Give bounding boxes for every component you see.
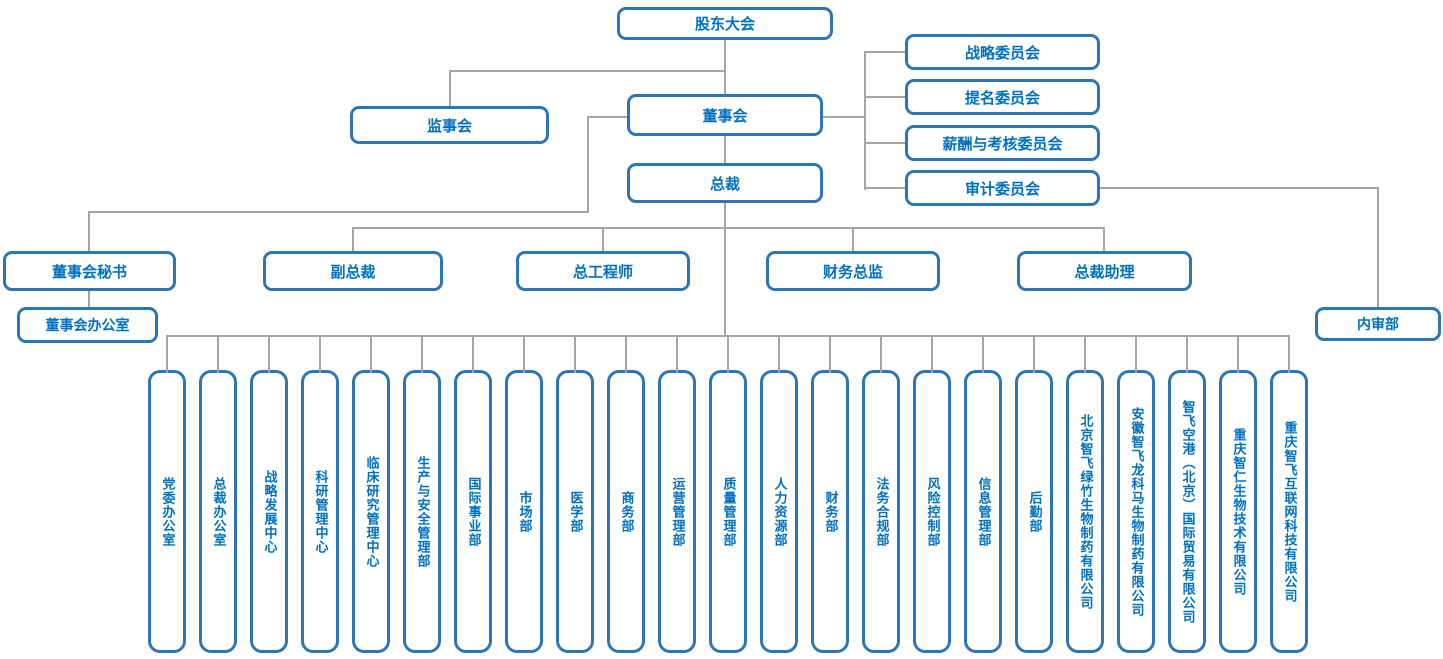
- node-finance-director: 财务总监: [766, 251, 940, 291]
- node-president: 总裁: [627, 163, 823, 203]
- department-box: 党委办公室: [148, 337, 186, 653]
- node-vice-president: 副总裁: [263, 251, 443, 291]
- connector-line: [724, 136, 726, 163]
- department-box: 后勤部: [1015, 337, 1053, 653]
- connector-line: [864, 187, 905, 189]
- department-box: 人力资源部: [760, 337, 798, 653]
- node-nomination-committee: 提名委员会: [905, 79, 1100, 115]
- department-box: 商务部: [607, 337, 645, 653]
- subsidiary-box: 重庆智仁生物技术有限公司: [1219, 337, 1257, 653]
- connector-line: [449, 70, 726, 72]
- department-box: 国际事业部: [454, 337, 492, 653]
- node-strategy-committee: 战略委员会: [905, 34, 1100, 70]
- connector-line: [852, 227, 854, 251]
- node-board-secretary: 董事会秘书: [3, 251, 176, 291]
- department-box: 总裁办公室: [199, 337, 237, 653]
- connector-line: [724, 203, 726, 336]
- department-row: 党委办公室 总裁办公室 战略发展中心 科研管理中心 临床研究管理中心 生产与安全…: [148, 337, 1308, 653]
- node-remuneration-assessment-committee: 薪酬与考核委员会: [905, 125, 1100, 161]
- connector-line: [166, 335, 1290, 337]
- department-box: 医学部: [556, 337, 594, 653]
- subsidiary-box: 重庆智飞互联网科技有限公司: [1270, 337, 1308, 653]
- connector-line: [1377, 187, 1379, 307]
- department-box: 市场部: [505, 337, 543, 653]
- connector-line: [587, 116, 589, 213]
- department-box: 质量管理部: [709, 337, 747, 653]
- connector-line: [1100, 187, 1379, 189]
- node-supervisory-board: 监事会: [350, 106, 549, 144]
- connector-line: [864, 142, 905, 144]
- connector-line: [88, 291, 90, 307]
- subsidiary-box: 智飞空港（北京）国际贸易有限公司: [1168, 337, 1206, 653]
- connector-line: [1103, 227, 1105, 251]
- node-president-assistant: 总裁助理: [1017, 251, 1192, 291]
- subsidiary-box: 安徽智飞龙科马生物制药有限公司: [1117, 337, 1155, 653]
- department-box: 运营管理部: [658, 337, 696, 653]
- connector-line: [724, 40, 726, 94]
- connector-line: [449, 70, 451, 106]
- subsidiary-box: 北京智飞绿竹生物制药有限公司: [1066, 337, 1104, 653]
- connector-line: [352, 227, 354, 251]
- department-box: 信息管理部: [964, 337, 1002, 653]
- department-box: 战略发展中心: [250, 337, 288, 653]
- connector-line: [864, 51, 905, 53]
- node-board-office: 董事会办公室: [17, 307, 158, 343]
- department-box: 临床研究管理中心: [352, 337, 390, 653]
- connector-line: [864, 96, 905, 98]
- connector-line: [823, 116, 866, 118]
- node-board-of-directors: 董事会: [627, 94, 823, 136]
- connector-line: [88, 211, 90, 251]
- department-box: 科研管理中心: [301, 337, 339, 653]
- node-audit-committee: 审计委员会: [905, 170, 1100, 206]
- department-box: 法务合规部: [862, 337, 900, 653]
- connector-line: [587, 116, 627, 118]
- connector-line: [864, 52, 866, 190]
- node-internal-audit-dept: 内审部: [1315, 307, 1441, 341]
- node-shareholders-meeting: 股东大会: [617, 7, 833, 40]
- department-box: 财务部: [811, 337, 849, 653]
- connector-line: [602, 227, 604, 251]
- department-box: 生产与安全管理部: [403, 337, 441, 653]
- department-box: 风险控制部: [913, 337, 951, 653]
- node-chief-engineer: 总工程师: [516, 251, 690, 291]
- connector-line: [88, 211, 589, 213]
- connector-line: [352, 227, 1105, 229]
